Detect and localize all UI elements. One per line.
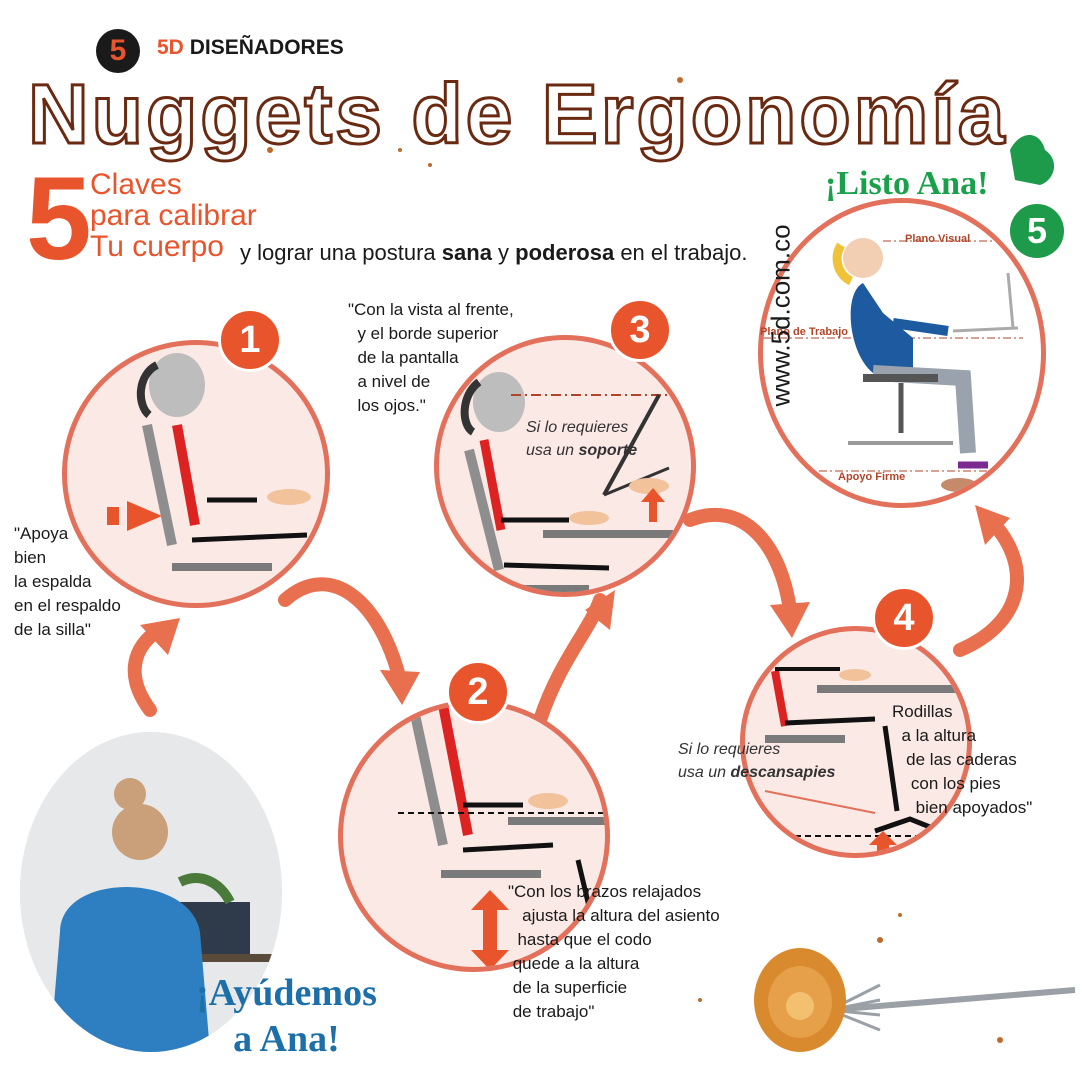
step-2-quote: "Con los brazos relajados ajusta la altu…	[508, 882, 720, 1021]
step-2-illustration	[338, 700, 610, 972]
arrowhead-5	[975, 505, 1010, 545]
brand-logo: 5	[96, 29, 140, 73]
arrowhead-1	[140, 618, 180, 655]
step-3-note-bold: soporte	[578, 442, 638, 459]
subtitle-sentence: y lograr una postura sana y poderosa en …	[240, 240, 748, 266]
subtitle-bold-2: poderosa	[515, 240, 615, 265]
step-1-quote: "Apoya bien la espalda en el respaldo de…	[14, 524, 121, 639]
step-4-note: Si lo requieres usa un descansapies	[678, 738, 835, 784]
step-4-note-bold: descansapies	[730, 764, 836, 781]
step-3-number: 3	[608, 298, 672, 362]
seated-figure-3	[460, 372, 673, 592]
step-3-illustration	[434, 335, 696, 597]
arrow-1-to-2	[278, 577, 407, 687]
subtitle-line-1: Claves	[90, 168, 182, 201]
step-3-quote: "Con la vista al frente, y el borde supe…	[348, 300, 514, 415]
visual-plane-label: Plano Visual	[905, 233, 971, 245]
arrowhead-4	[770, 602, 810, 638]
seated-figure-1	[107, 353, 311, 571]
subtitle-text-1: y lograr una postura	[240, 240, 442, 265]
step-4-number: 4	[872, 586, 936, 650]
step-2-number: 2	[446, 660, 510, 724]
arrow-4-to-5	[953, 513, 1025, 657]
cta-text: ¡Ayúdemos a Ana!	[196, 972, 377, 1060]
step-4-note-text: Si lo requieres usa un	[678, 741, 781, 781]
ana-photo	[20, 732, 282, 1052]
work-plane-label: Plano de Trabajo	[760, 326, 849, 338]
brand-name-rest: DISEÑADORES	[183, 36, 344, 59]
step-4-illustration	[740, 626, 972, 858]
arrowhead-3	[585, 590, 615, 630]
seated-figure-4	[764, 667, 967, 853]
subtitle-line-2: para calibrar	[90, 199, 257, 232]
arrow-3-to-4	[683, 508, 797, 617]
subtitle-text-2: y	[491, 240, 516, 265]
seated-figure-2	[398, 705, 605, 967]
firm-support-label: Apoyo Firme	[838, 471, 906, 483]
done-heading: ¡Listo Ana!	[825, 165, 989, 202]
woman-at-laptop-image	[20, 732, 282, 1052]
step-5-illustration	[758, 198, 1046, 508]
seated-figure-5	[763, 238, 1023, 492]
step-1-number: 1	[218, 308, 282, 372]
subtitle-line-3: Tu cuerpo	[90, 230, 224, 263]
subtitle-keys: Claves para calibrar Tu cuerpo	[90, 169, 257, 262]
subtitle-text-3: en el trabajo.	[614, 240, 748, 265]
arrowhead-2	[380, 670, 420, 705]
step-1-illustration	[62, 340, 330, 608]
step-5-number: 5	[1010, 204, 1064, 258]
subtitle-number: 5	[26, 153, 92, 285]
step-3-note: Si lo requieres usa un soporte	[526, 416, 637, 462]
page-title: Nuggets de Ergonomía	[26, 66, 1008, 163]
brand-name-prefix: 5D	[157, 36, 184, 59]
step-3-note-text: Si lo requieres usa un	[526, 419, 629, 459]
subtitle-bold-1: sana	[441, 240, 492, 265]
brand-name: 5D DISEÑADORES	[157, 36, 344, 60]
step-4-quote: Rodillas a la altura de las caderas con …	[892, 702, 1033, 817]
